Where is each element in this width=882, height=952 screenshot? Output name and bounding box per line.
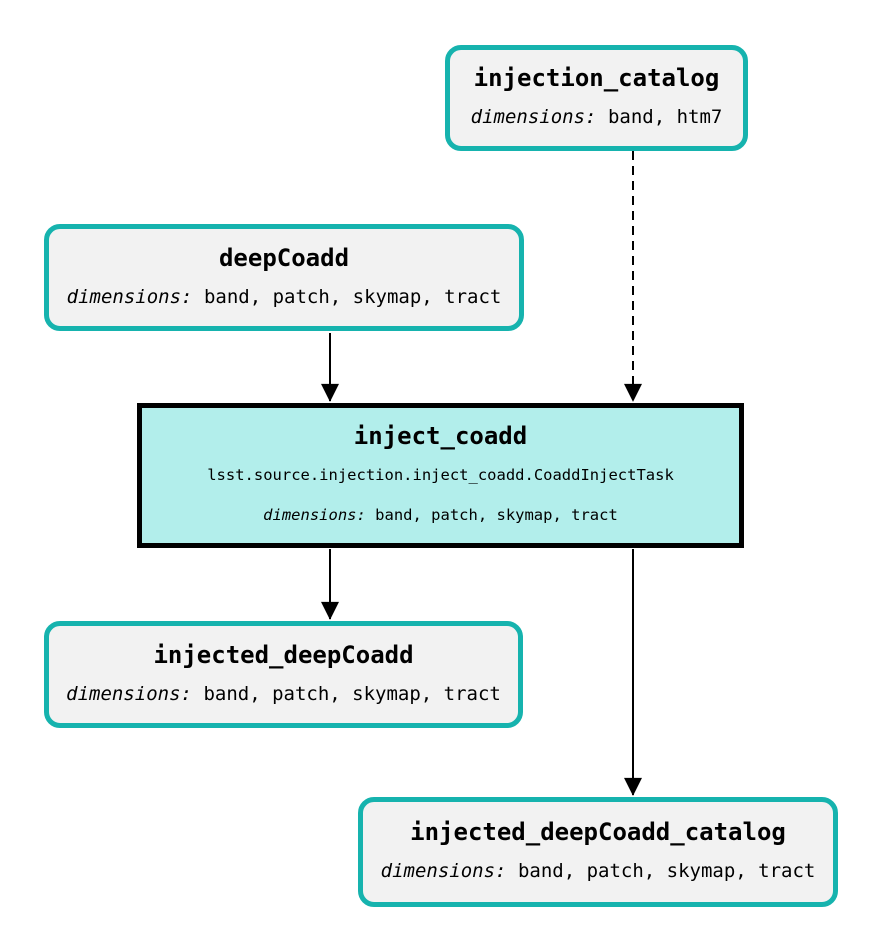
dimensions-label: dimensions:: [380, 860, 507, 882]
node-title: inject_coadd: [353, 421, 528, 450]
dimensions-label: dimensions:: [66, 285, 193, 308]
node-dimensions: dimensions: band, patch, skymap, tract: [67, 277, 502, 317]
node-dimensions: dimensions: band, patch, skymap, tract: [263, 495, 618, 535]
node-dimensions: dimensions: band, patch, skymap, tract: [381, 851, 816, 891]
node-title: deepCoadd: [218, 243, 350, 272]
node-inject-coadd-task: inject_coadd lsst.source.injection.injec…: [137, 403, 744, 548]
node-title: injected_deepCoadd: [153, 640, 414, 669]
dimensions-value: band, patch, skymap, tract: [375, 505, 618, 524]
task-class-path: lsst.source.injection.inject_coadd.Coadd…: [207, 465, 674, 484]
dimensions-label: dimensions:: [263, 505, 366, 524]
dimensions-value: band, patch, skymap, tract: [517, 860, 816, 882]
node-injected-deepCoadd-catalog: injected_deepCoadd_catalog dimensions: b…: [358, 797, 838, 907]
dimensions-label: dimensions:: [470, 106, 597, 128]
dimensions-value: band, patch, skymap, tract: [203, 682, 501, 705]
node-title: injection_catalog: [473, 64, 720, 92]
node-injected-deepCoadd: injected_deepCoadd dimensions: band, pat…: [44, 621, 523, 728]
node-deepCoadd: deepCoadd dimensions: band, patch, skyma…: [44, 224, 524, 331]
dimensions-value: band, htm7: [607, 106, 723, 128]
node-dimensions: dimensions: band, htm7: [471, 97, 723, 137]
node-injection-catalog: injection_catalog dimensions: band, htm7: [445, 45, 748, 151]
node-title: injected_deepCoadd_catalog: [410, 818, 786, 846]
dimensions-value: band, patch, skymap, tract: [203, 285, 502, 308]
node-dimensions: dimensions: band, patch, skymap, tract: [66, 674, 501, 714]
dimensions-label: dimensions:: [66, 682, 192, 705]
